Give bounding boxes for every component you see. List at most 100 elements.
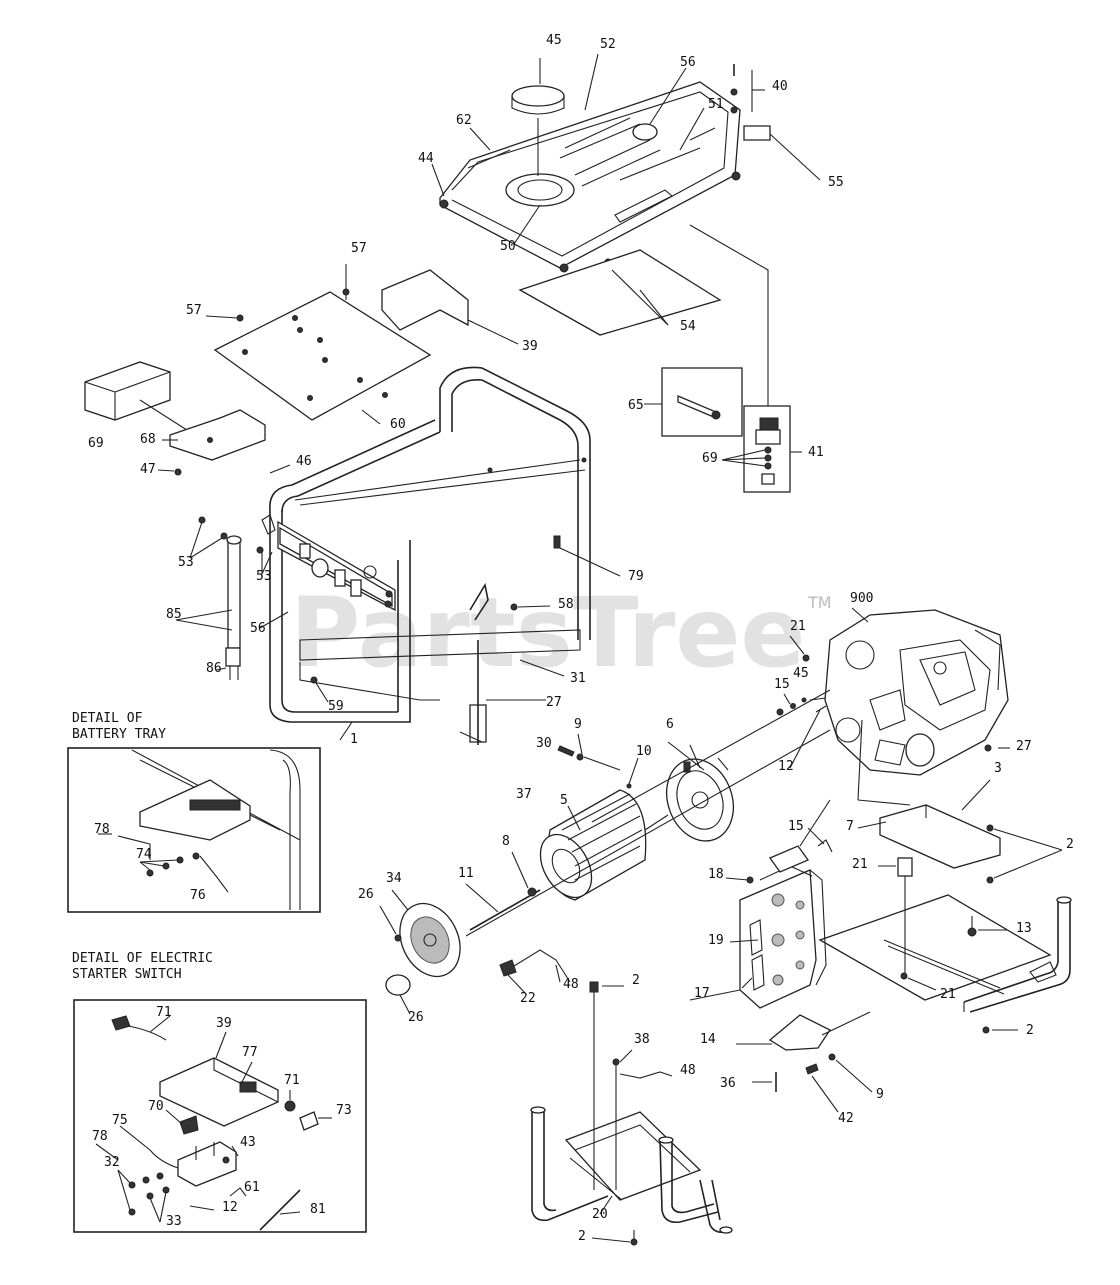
callout-label-c33[interactable]: 33 <box>166 1214 182 1229</box>
callout-label-c85[interactable]: 85 <box>166 607 182 622</box>
callout-label-c30[interactable]: 30 <box>536 736 552 751</box>
starter-switch-detail-box <box>73 999 367 1233</box>
callout-label-c2a[interactable]: 2 <box>1066 837 1074 852</box>
callout-label-c71a[interactable]: 71 <box>156 1005 172 1020</box>
callout-label-c36[interactable]: 36 <box>720 1076 736 1091</box>
callout-label-c45a[interactable]: 45 <box>546 33 562 48</box>
control-panel-face <box>261 514 396 612</box>
callout-label-c7[interactable]: 7 <box>846 819 854 834</box>
callout-label-c10[interactable]: 10 <box>636 744 652 759</box>
callout-label-c55[interactable]: 55 <box>828 175 844 190</box>
callout-label-c2c[interactable]: 2 <box>1026 1023 1034 1038</box>
callout-label-c74[interactable]: 74 <box>136 847 152 862</box>
callout-label-c900[interactable]: 900 <box>850 591 873 606</box>
callout-label-c21a[interactable]: 21 <box>790 619 806 634</box>
callout-label-c17[interactable]: 17 <box>694 986 710 1001</box>
callout-label-c26b[interactable]: 26 <box>408 1010 424 1025</box>
callout-label-c48b[interactable]: 48 <box>680 1063 696 1078</box>
callout-label-c46[interactable]: 46 <box>296 454 312 469</box>
callout-label-c39b[interactable]: 39 <box>216 1016 232 1031</box>
callout-label-c62[interactable]: 62 <box>456 113 472 128</box>
callout-label-c15a[interactable]: 15 <box>774 677 790 692</box>
callout-label-c2d[interactable]: 2 <box>578 1229 586 1244</box>
callout-label-c2b[interactable]: 2 <box>632 973 640 988</box>
callout-label-c53b[interactable]: 53 <box>256 569 272 584</box>
handle-rod <box>175 535 242 680</box>
callout-label-c68[interactable]: 68 <box>140 432 156 447</box>
callout-label-c15b[interactable]: 15 <box>788 819 804 834</box>
callout-label-c86[interactable]: 86 <box>206 661 222 676</box>
callout-label-c12[interactable]: 12 <box>778 759 794 774</box>
callout-label-c47[interactable]: 47 <box>140 462 156 477</box>
callout-label-c34[interactable]: 34 <box>386 871 402 886</box>
tank-pad <box>518 249 722 336</box>
alternator-stator <box>539 789 647 901</box>
callout-label-c53a[interactable]: 53 <box>178 555 194 570</box>
callout-label-c69[interactable]: 69 <box>702 451 718 466</box>
callout-label-c37[interactable]: 37 <box>516 787 532 802</box>
starter-detail-title-1: DETAIL OF ELECTRIC <box>72 951 213 966</box>
callout-label-c51[interactable]: 51 <box>708 97 724 112</box>
callout-label-c9b[interactable]: 9 <box>876 1087 884 1102</box>
base-rail <box>818 894 1052 1001</box>
bolt-set-40 <box>730 64 765 114</box>
callout-label-c50[interactable]: 50 <box>500 239 516 254</box>
callout-label-c54[interactable]: 54 <box>680 319 696 334</box>
callout-label-c31[interactable]: 31 <box>570 671 586 686</box>
callout-label-c1[interactable]: 1 <box>350 732 358 747</box>
callout-label-c21b[interactable]: 21 <box>852 857 868 872</box>
callout-label-c14[interactable]: 14 <box>700 1032 716 1047</box>
callout-label-c48a[interactable]: 48 <box>563 977 579 992</box>
callout-label-c40[interactable]: 40 <box>772 79 788 94</box>
callout-label-c38[interactable]: 38 <box>634 1032 650 1047</box>
callout-label-c81[interactable]: 81 <box>310 1202 326 1217</box>
callout-label-c18[interactable]: 18 <box>708 867 724 882</box>
callout-label-c27b[interactable]: 27 <box>1016 739 1032 754</box>
battery-detail-title-1: DETAIL OF <box>72 711 143 726</box>
callout-label-c79[interactable]: 79 <box>628 569 644 584</box>
callout-label-c41[interactable]: 41 <box>808 445 824 460</box>
callout-label-c43[interactable]: 43 <box>240 1135 256 1150</box>
callout-label-c52a[interactable]: 52 <box>600 37 616 52</box>
callout-label-c56b[interactable]: 56 <box>250 621 266 636</box>
callout-label-c13[interactable]: 13 <box>1016 921 1032 936</box>
callout-label-c12b[interactable]: 12 <box>222 1200 238 1215</box>
callout-label-c61[interactable]: 61 <box>244 1180 260 1195</box>
callout-label-c60[interactable]: 60 <box>390 417 406 432</box>
callout-label-c56[interactable]: 56 <box>680 55 696 70</box>
callout-label-c19[interactable]: 19 <box>708 933 724 948</box>
callout-label-c6[interactable]: 6 <box>666 717 674 732</box>
callout-label-c9a[interactable]: 9 <box>574 717 582 732</box>
callout-label-c69b[interactable]: 69 <box>88 436 104 451</box>
callout-label-c21c[interactable]: 21 <box>940 987 956 1002</box>
callout-label-c27a[interactable]: 27 <box>546 695 562 710</box>
callout-label-c11[interactable]: 11 <box>458 866 474 881</box>
callout-label-c78a[interactable]: 78 <box>94 822 110 837</box>
callout-label-c57a[interactable]: 57 <box>351 241 367 256</box>
callout-label-c73[interactable]: 73 <box>336 1103 352 1118</box>
callout-label-c78b[interactable]: 78 <box>92 1129 108 1144</box>
callout-label-c77[interactable]: 77 <box>242 1045 258 1060</box>
callout-label-c45b[interactable]: 45 <box>793 666 809 681</box>
callout-label-c8[interactable]: 8 <box>502 834 510 849</box>
callout-label-c22[interactable]: 22 <box>520 991 536 1006</box>
callout-label-c44[interactable]: 44 <box>418 151 434 166</box>
callout-label-c59[interactable]: 59 <box>328 699 344 714</box>
callout-label-c57b[interactable]: 57 <box>186 303 202 318</box>
callout-label-c5[interactable]: 5 <box>560 793 568 808</box>
callout-label-c76[interactable]: 76 <box>190 888 206 903</box>
frame <box>269 366 591 741</box>
callout-label-c3[interactable]: 3 <box>994 761 1002 776</box>
callout-label-c75[interactable]: 75 <box>112 1113 128 1128</box>
callout-label-c70[interactable]: 70 <box>148 1099 164 1114</box>
callout-label-c58[interactable]: 58 <box>558 597 574 612</box>
callout-label-c26a[interactable]: 26 <box>358 887 374 902</box>
callout-label-c65[interactable]: 65 <box>628 398 644 413</box>
callout-label-c32[interactable]: 32 <box>104 1155 120 1170</box>
callout-label-c42[interactable]: 42 <box>838 1111 854 1126</box>
callout-label-c39a[interactable]: 39 <box>522 339 538 354</box>
callout-label-c71b[interactable]: 71 <box>284 1073 300 1088</box>
callout-label-c20[interactable]: 20 <box>592 1207 608 1222</box>
